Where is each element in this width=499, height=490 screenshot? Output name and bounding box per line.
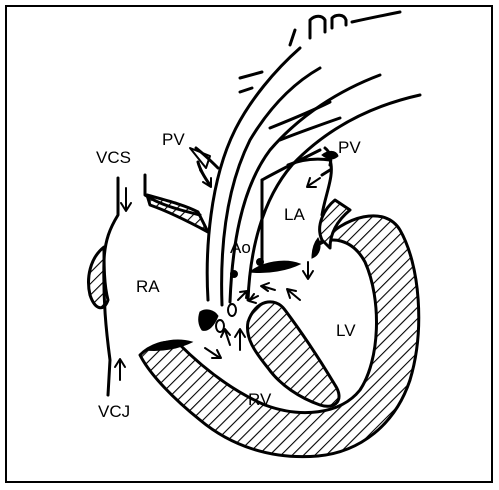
la-valve-leaflet xyxy=(312,238,320,258)
ostium-ring-1 xyxy=(216,320,224,332)
label-lv: LV xyxy=(336,321,356,340)
aortic-valve-dot xyxy=(231,271,238,278)
label-ao: Ao xyxy=(230,238,251,257)
brachio-branch xyxy=(240,72,262,92)
aortic-arch-top xyxy=(290,12,400,45)
label-pv-right: PV xyxy=(338,138,361,157)
la-top xyxy=(262,150,320,180)
label-rv: RV xyxy=(248,390,272,409)
pv-right-cap xyxy=(322,151,338,159)
label-vcj: VCJ xyxy=(98,402,130,421)
label-la: LA xyxy=(284,205,305,224)
ostium-ring-2 xyxy=(228,304,236,316)
aorta-outer xyxy=(230,75,380,302)
mitral-dot xyxy=(257,259,264,266)
label-pv-left: PV xyxy=(162,130,185,149)
label-ra: RA xyxy=(136,277,160,296)
label-vcs: VCS xyxy=(96,148,131,167)
